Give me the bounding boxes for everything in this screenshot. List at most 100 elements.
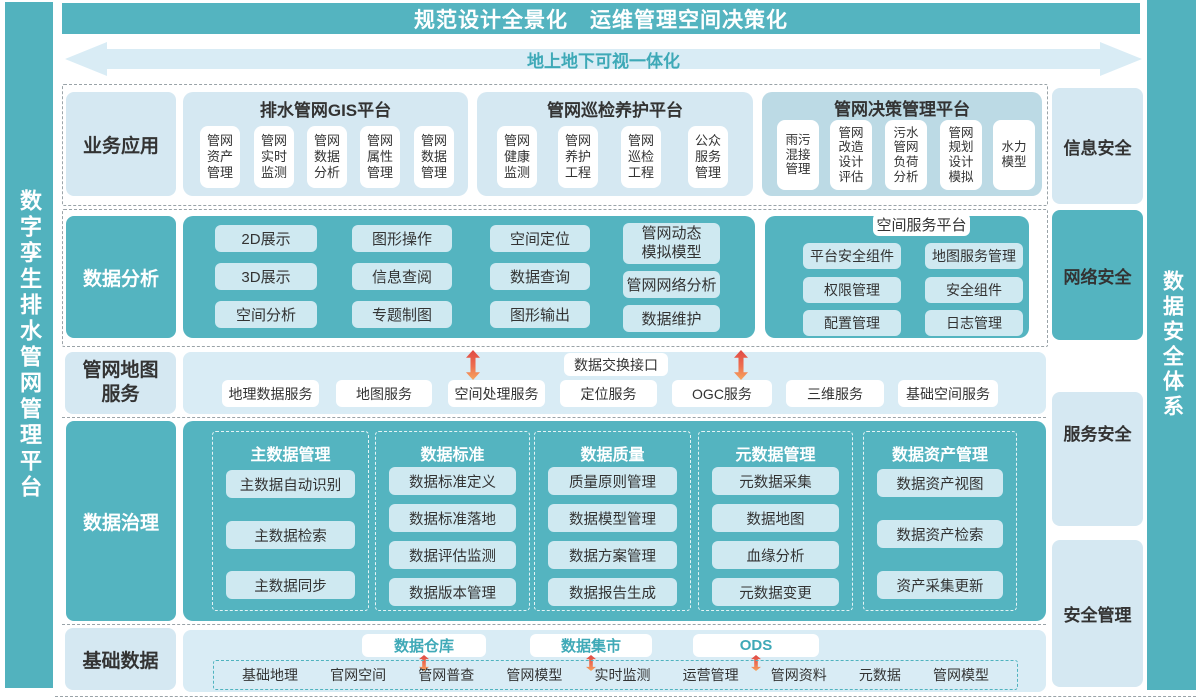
service-box: 基础空间服务 [898, 380, 998, 407]
gov-item: 数据地图 [712, 504, 839, 532]
platform-box: 地图服务管理 [925, 243, 1023, 269]
platform-box: 权限管理 [803, 277, 901, 303]
row-label-analysis: 数据分析 [66, 216, 176, 338]
security-box-service: 服务安全 [1052, 392, 1143, 526]
analysis-box: 管网动态 模拟模型 [623, 223, 720, 264]
warehouse-box: 数据集市 [530, 634, 652, 657]
platform-box: 配置管理 [803, 310, 901, 336]
analysis-box: 空间定位 [490, 225, 590, 252]
gov-item: 数据模型管理 [548, 504, 677, 532]
security-box-network: 网络安全 [1052, 210, 1143, 340]
governance-container: 主数据管理 主数据自动识别 主数据检索 主数据同步 数据标准 数据标准定义 数据… [183, 421, 1046, 621]
platform-box: 日志管理 [925, 310, 1023, 336]
group-inspection-platform: 管网巡检养护平台 管网 健康 监测 管网 养护 工程 管网 巡检 工程 公众 服… [477, 92, 753, 196]
app-box: 雨污 混接 管理 [777, 120, 819, 190]
data-exchange-arrow-icon [466, 350, 480, 380]
gov-item: 数据报告生成 [548, 578, 677, 606]
separator-line [62, 624, 1046, 625]
gov-item: 主数据同步 [226, 571, 355, 599]
app-box: 管网 实时 监测 [254, 126, 294, 188]
base-data-band: 数据仓库 数据集市 ODS 基础地理 官网空间 管网普查 管网模型 实时监测 运… [183, 630, 1046, 692]
app-box: 管网 资产 管理 [200, 126, 240, 188]
warehouse-box: 数据仓库 [362, 634, 486, 657]
app-box: 管网 数据 管理 [414, 126, 454, 188]
security-box-info: 信息安全 [1052, 88, 1143, 204]
spatial-service-platform: 空间服务平台 平台安全组件 地图服务管理 权限管理 安全组件 配置管理 日志管理 [765, 213, 1029, 338]
app-box: 管网 规划 设计 模拟 [940, 120, 982, 190]
top-banner: 规范设计全景化 运维管理空间决策化 [62, 3, 1140, 34]
interface-box: 数据交换接口 [564, 353, 668, 376]
gov-item: 数据标准落地 [389, 504, 516, 532]
service-box: 空间处理服务 [448, 380, 545, 407]
gov-col-title: 数据质量 [580, 447, 645, 464]
source-item: 运营管理 [682, 667, 739, 683]
source-item: 基础地理 [242, 667, 298, 683]
data-exchange-arrow-icon [734, 350, 748, 380]
security-box-management: 安全管理 [1052, 540, 1143, 687]
analysis-box: 空间分析 [215, 301, 317, 328]
analysis-box: 专题制图 [352, 301, 452, 328]
warehouse-box: ODS [693, 634, 819, 657]
etl-arrow-icon [586, 655, 596, 671]
gov-item: 资产采集更新 [877, 571, 1003, 599]
analysis-box: 管网网络分析 [623, 271, 720, 298]
analysis-box: 2D展示 [215, 225, 317, 252]
gov-col-data-standard: 数据标准 数据标准定义 数据标准落地 数据评估监测 数据版本管理 [375, 431, 530, 611]
source-item: 管网普查 [418, 667, 475, 683]
separator-line [55, 696, 1196, 697]
service-box: 地图服务 [336, 380, 432, 407]
arrow-band-label: 地上地下可视一体化 [527, 51, 680, 71]
gov-col-data-asset: 数据资产管理 数据资产视图 数据资产检索 资产采集更新 [863, 431, 1017, 611]
service-box: OGC服务 [672, 380, 772, 407]
analysis-box: 图形输出 [490, 301, 590, 328]
gov-item: 数据方案管理 [548, 541, 677, 569]
arrow-band-body [105, 49, 1102, 69]
gov-col-title: 数据资产管理 [891, 447, 988, 464]
row-label-map-service: 管网地图 服务 [65, 352, 176, 414]
gov-item: 主数据检索 [226, 521, 355, 549]
analysis-box: 数据查询 [490, 263, 590, 290]
app-box: 管网 巡检 工程 [621, 126, 661, 188]
group-title: 管网巡检养护平台 [547, 100, 683, 120]
platform-box: 平台安全组件 [803, 243, 901, 269]
gov-item: 数据版本管理 [389, 578, 516, 606]
app-box: 管网 属性 管理 [360, 126, 400, 188]
gov-item: 数据资产视图 [877, 469, 1003, 497]
analysis-container: 2D展示 3D展示 空间分析 图形操作 信息查阅 专题制图 空间定位 数据查询 … [183, 216, 755, 338]
etl-arrow-icon [751, 655, 761, 671]
group-gis-platform: 排水管网GIS平台 管网 资产 管理 管网 实时 监测 管网 数据 分析 管网 … [183, 92, 468, 196]
service-box: 三维服务 [786, 380, 884, 407]
left-title-bar: 数字孪生排水管网管理平台 [5, 2, 53, 688]
right-title-text: 数据安全体系 [1160, 270, 1184, 420]
row-label-governance: 数据治理 [66, 421, 176, 621]
source-item: 实时监测 [594, 667, 651, 683]
right-title-bar: 数据安全体系 [1147, 0, 1196, 690]
app-box: 水力 模型 [993, 120, 1035, 190]
base-data-sources: 基础地理 官网空间 管网普查 管网模型 实时监测 运营管理 管网资料 元数据 管… [213, 660, 1018, 690]
business-row-frame [62, 84, 1048, 206]
app-box: 污水 管网 负荷 分析 [885, 120, 927, 190]
service-box: 地理数据服务 [222, 380, 319, 407]
source-item: 管网资料 [770, 667, 827, 683]
banner-title: 规范设计全景化 运维管理空间决策化 [414, 8, 788, 32]
app-box: 管网 改造 设计 评估 [830, 120, 872, 190]
gov-col-master-data: 主数据管理 主数据自动识别 主数据检索 主数据同步 [212, 431, 369, 611]
left-title-text: 数字孪生排水管网管理平台 [17, 189, 42, 501]
gov-col-metadata: 元数据管理 元数据采集 数据地图 血缘分析 元数据变更 [698, 431, 853, 611]
gov-item: 元数据采集 [712, 467, 839, 495]
map-service-band: 数据交换接口 地理数据服务 地图服务 空间处理服务 定位服务 OGC服务 三维服… [183, 350, 1046, 414]
gov-col-title: 元数据管理 [735, 447, 816, 464]
source-item: 管网模型 [933, 667, 989, 683]
analysis-box: 3D展示 [215, 263, 317, 290]
app-box: 公众 服务 管理 [688, 126, 728, 188]
group-decision-platform: 管网决策管理平台 雨污 混接 管理 管网 改造 设计 评估 污水 管网 负荷 分… [762, 92, 1042, 196]
source-item: 官网空间 [330, 667, 387, 683]
gov-item: 质量原则管理 [548, 467, 677, 495]
gov-item: 数据评估监测 [389, 541, 516, 569]
row-label-business: 业务应用 [66, 92, 176, 196]
gov-item: 数据资产检索 [877, 520, 1003, 548]
gov-item: 血缘分析 [712, 541, 839, 569]
group-title: 管网决策管理平台 [834, 99, 970, 119]
gov-col-data-quality: 数据质量 质量原则管理 数据模型管理 数据方案管理 数据报告生成 [534, 431, 691, 611]
etl-arrow-icon [419, 655, 429, 671]
